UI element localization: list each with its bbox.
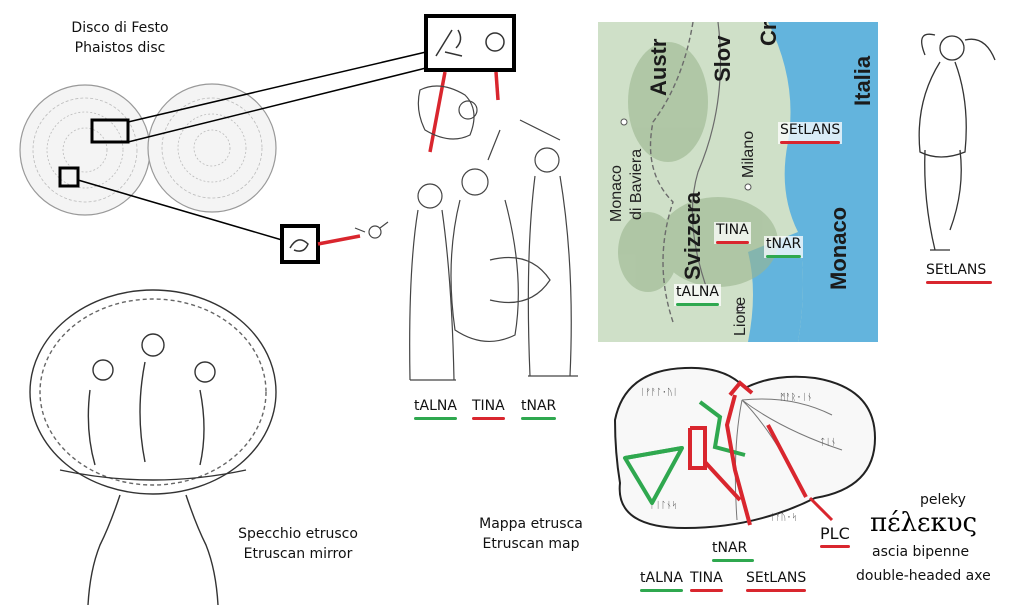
map-label-lione: Lione bbox=[732, 296, 749, 336]
map-label-svizzera: Svizzera bbox=[680, 191, 705, 280]
map-label-cro: Cro bbox=[756, 22, 781, 46]
phaistos-title-it: Disco di Festo bbox=[71, 20, 169, 36]
geo-map: Austr Slov Cro Italia Monaco di Baviera … bbox=[598, 22, 878, 342]
mythological-scene-drawing bbox=[354, 85, 578, 381]
enlarged-signs-box bbox=[424, 14, 516, 72]
mirror-title-en: Etruscan mirror bbox=[243, 546, 353, 562]
svg-text:ᚠᛁᛚᚾᛋ: ᚠᛁᛚᚾᛋ bbox=[650, 500, 677, 511]
map-annot-setlans: SEtLANS bbox=[778, 122, 843, 144]
map-label-slo: Slov bbox=[710, 35, 735, 82]
map-annot-tnar: tNAR bbox=[764, 236, 804, 258]
scene-label-talna: tALNA bbox=[414, 398, 457, 420]
figure-label-setlans: SEtLANS bbox=[926, 262, 992, 284]
axe-italian: ascia bipenne bbox=[872, 544, 970, 560]
scene-label-tnar: tNAR bbox=[521, 398, 557, 420]
axe-translit: peleky bbox=[920, 492, 966, 508]
map-title-en: Etruscan map bbox=[482, 536, 580, 552]
disc-label-tnar: tNAR bbox=[712, 540, 754, 562]
disc-label-plc: PLC bbox=[820, 526, 850, 548]
etruscan-map-drawing: ᛁᚠᚨᛚ·ᚢᛁ ᛗᚨᚱ·ᛁᚾ ᛏᛁᚾ ᚠᛁᛚᚾᛋ ᛁᚨᚢ·ᛋ bbox=[613, 366, 877, 530]
disc-label-tina: TINA bbox=[690, 570, 723, 592]
mirror-caption: Specchio etrusco Etruscan mirror bbox=[218, 524, 378, 564]
scene-label-tina: TINA bbox=[472, 398, 505, 420]
svg-text:ᛁᚠᚨᛚ·ᚢᛁ: ᛁᚠᚨᛚ·ᚢᛁ bbox=[640, 387, 678, 398]
axe-english: double-headed axe bbox=[856, 568, 991, 584]
map-label-milano: Milano bbox=[740, 130, 757, 178]
enlarged-sign-box-2 bbox=[280, 224, 320, 264]
axe-greek-word: πέλεκυς bbox=[870, 508, 978, 538]
etruscan-mirror-drawing bbox=[29, 289, 277, 606]
svg-text:ᛗᚨᚱ·ᛁᚾ: ᛗᚨᚱ·ᛁᚾ bbox=[780, 392, 812, 403]
map-annot-talna: tALNA bbox=[674, 284, 721, 306]
phaistos-title-en: Phaistos disc bbox=[74, 40, 166, 56]
map-annot-tina: TINA bbox=[714, 222, 751, 244]
disc-highlight-box-1 bbox=[90, 118, 130, 144]
map-label-monaco-baviera-1: Monaco bbox=[608, 165, 625, 222]
map-label-austria: Austr bbox=[646, 38, 671, 96]
map-title-it: Mappa etrusca bbox=[479, 516, 583, 532]
mirror-title-it: Specchio etrusco bbox=[238, 526, 358, 542]
phaistos-caption: Disco di Festo Phaistos disc bbox=[40, 18, 200, 58]
disc-label-talna: tALNA bbox=[640, 570, 683, 592]
map-label-italia: Italia bbox=[850, 55, 875, 106]
disc-highlight-box-2 bbox=[58, 166, 80, 188]
map-caption: Mappa etrusca Etruscan map bbox=[466, 514, 596, 554]
dancing-figure-drawing bbox=[918, 33, 996, 251]
phaistos-disc-side-b bbox=[147, 83, 277, 213]
disc-label-setlans: SEtLANS bbox=[746, 570, 807, 592]
map-label-monaco: Monaco bbox=[826, 206, 851, 290]
svg-text:ᛏᛁᚾ: ᛏᛁᚾ bbox=[820, 437, 836, 448]
map-label-monaco-baviera-2: di Baviera bbox=[628, 148, 645, 220]
svg-text:ᛁᚨᚢ·ᛋ: ᛁᚨᚢ·ᛋ bbox=[770, 512, 797, 523]
